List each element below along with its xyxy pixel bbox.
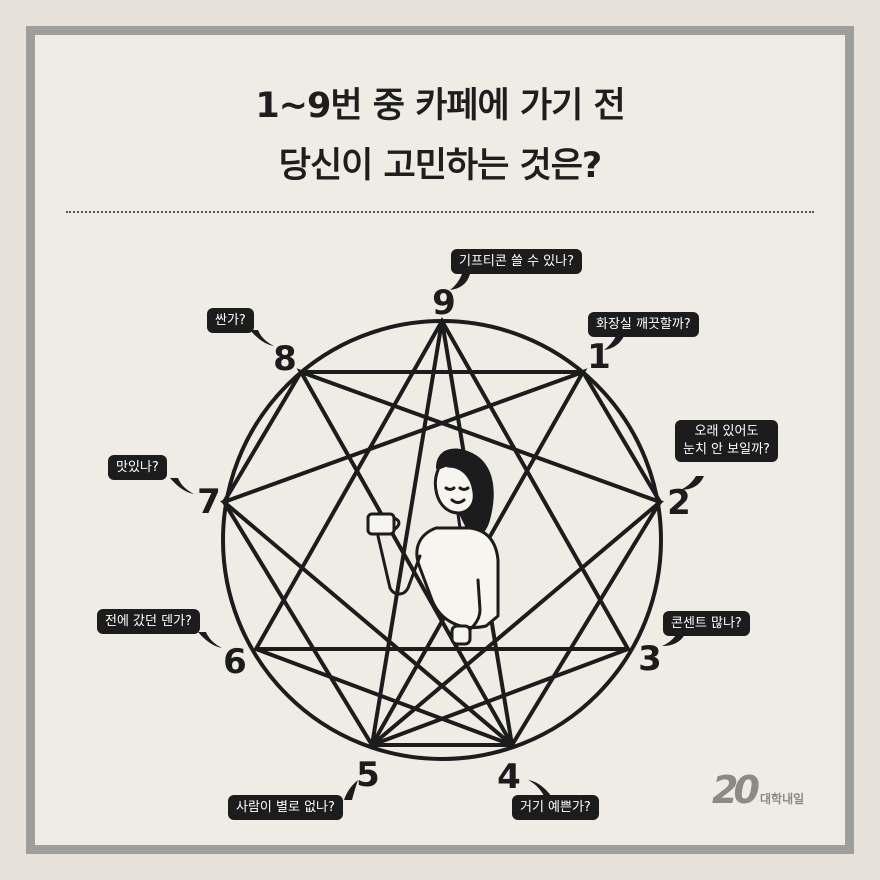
bubble-5: 사람이 별로 없나?	[228, 795, 343, 820]
title-line-2: 당신이 고민하는 것은?	[278, 146, 602, 186]
enneagram-inner-triangle	[252, 316, 632, 651]
bubble-2-line-2: 눈치 안 보일까?	[683, 442, 770, 457]
bubble-tail-7	[170, 478, 194, 494]
brand-logo: 20 대학내일	[712, 768, 804, 812]
woman-with-coffee-cup-illustration	[366, 448, 500, 646]
enneagram-hexad-lines	[220, 368, 664, 747]
point-number-4: 4	[497, 757, 521, 797]
bubble-tail-1	[604, 336, 624, 350]
bubble-6: 전에 갔던 덴가?	[97, 609, 200, 634]
logo-mark: 20	[712, 768, 760, 812]
bubble-3: 콘센트 많나?	[663, 611, 750, 636]
point-number-5: 5	[356, 755, 380, 795]
dotted-divider	[66, 211, 814, 213]
page-title: 1~9번 중 카페에 가기 전 당신이 고민하는 것은?	[0, 76, 880, 196]
bubble-tail-8	[250, 330, 274, 346]
point-number-3: 3	[638, 639, 662, 679]
point-number-9: 9	[432, 283, 456, 323]
point-number-6: 6	[223, 642, 247, 682]
bubble-7: 맛있나?	[108, 455, 167, 480]
bubble-2: 오래 있어도 눈치 안 보일까?	[675, 420, 778, 462]
title-line-1: 1~9번 중 카페에 가기 전	[255, 86, 625, 126]
bubble-2-line-1: 오래 있어도	[694, 424, 759, 439]
bubble-1: 화장실 깨끗할까?	[588, 312, 699, 337]
point-number-2: 2	[667, 483, 691, 523]
point-number-7: 7	[197, 482, 221, 522]
bubble-tail-6	[198, 632, 222, 648]
logo-text: 대학내일	[760, 792, 805, 806]
bubble-tail-2	[680, 476, 704, 490]
bubble-tail-5	[344, 780, 358, 800]
bubble-4: 거기 예쁜가?	[512, 795, 599, 820]
point-number-1: 1	[587, 337, 611, 377]
bubble-tail-9	[450, 274, 470, 290]
point-number-8: 8	[273, 339, 297, 379]
bubble-8: 싼가?	[207, 308, 254, 333]
bubble-9: 기프티콘 쓸 수 있나?	[451, 249, 582, 274]
